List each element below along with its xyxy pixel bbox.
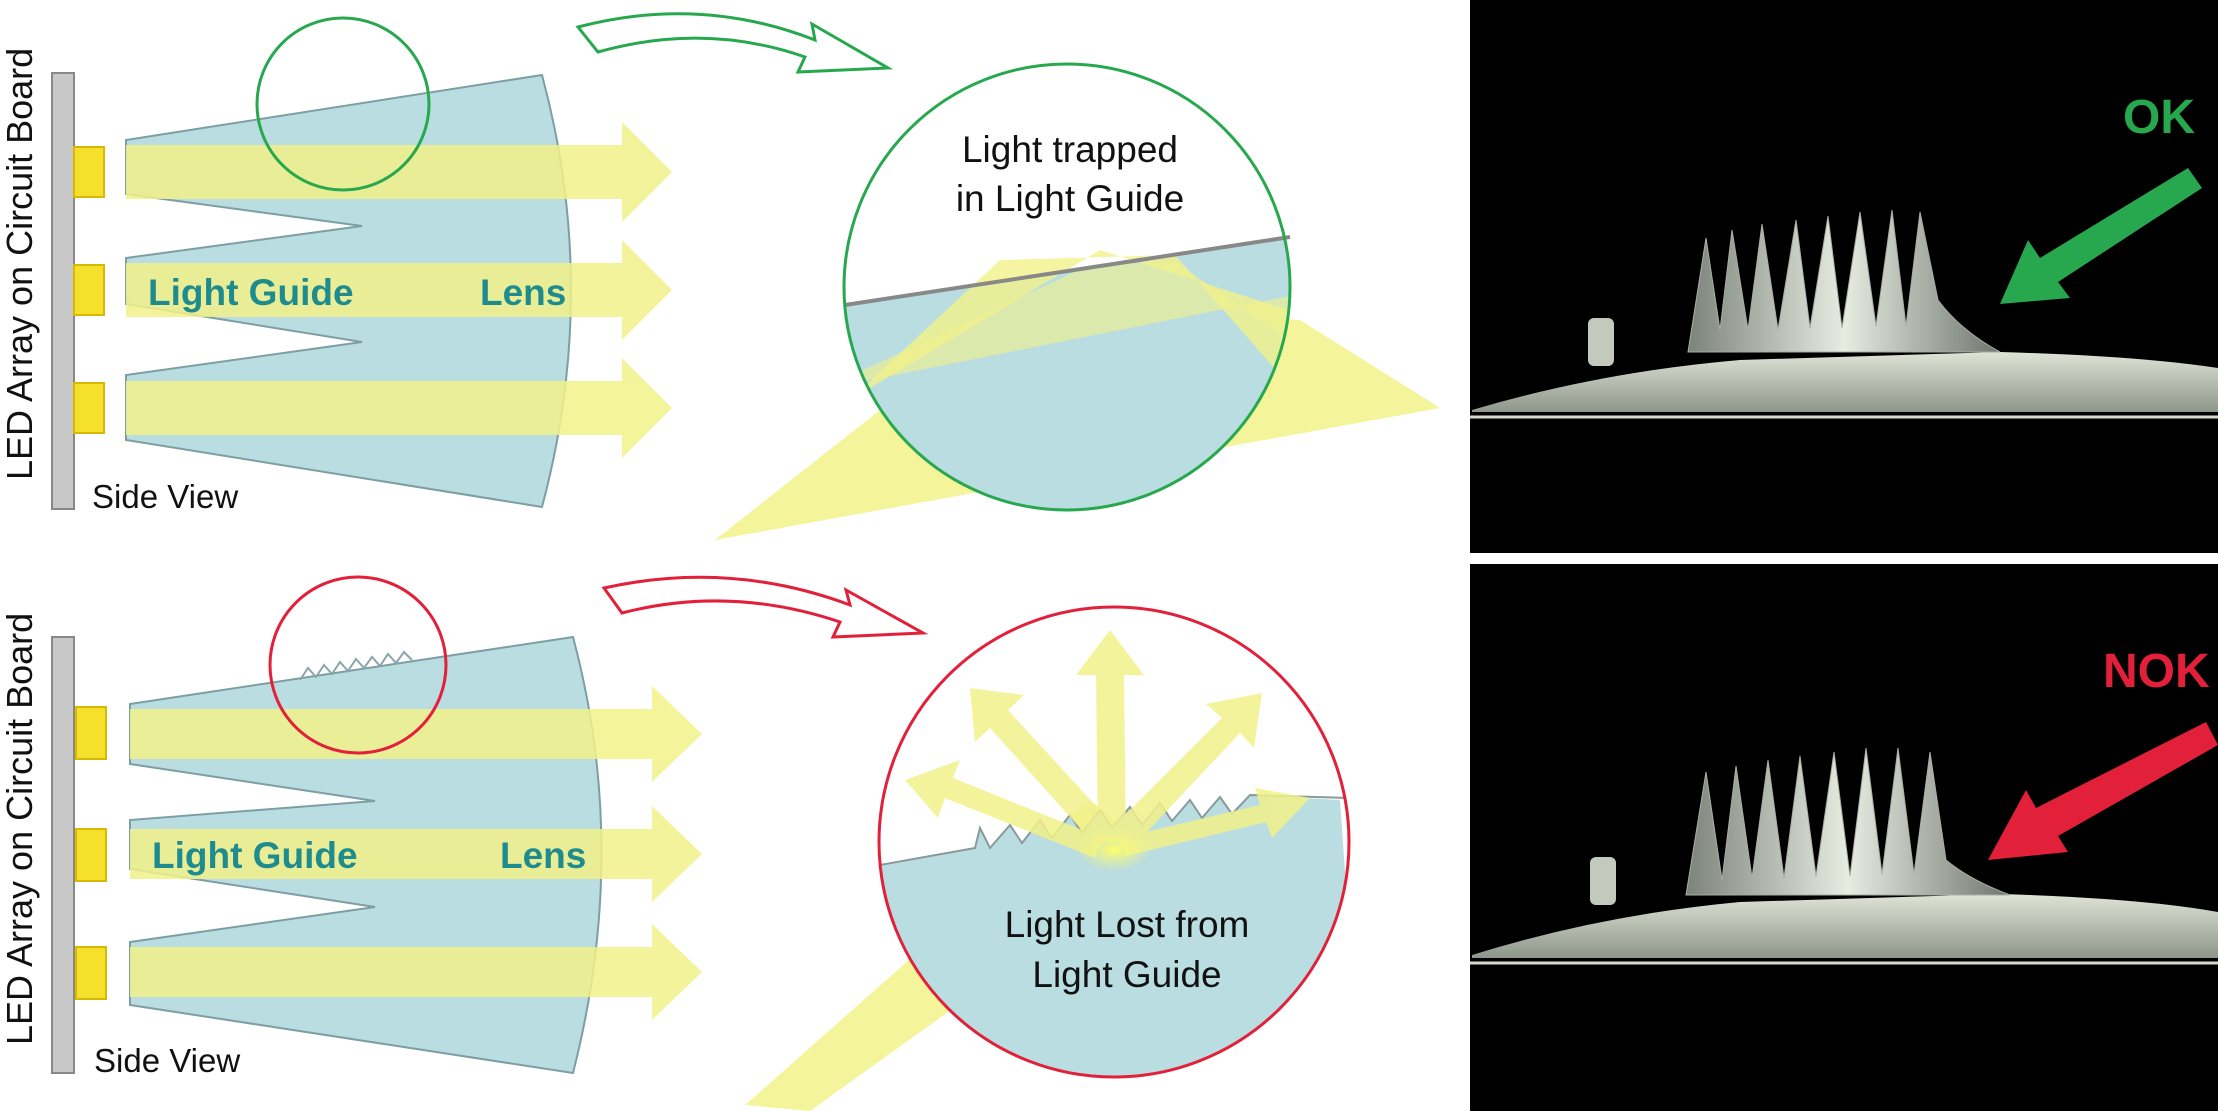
zoom-caption-line2: in Light Guide <box>956 178 1184 219</box>
bottom-schematic: LED Array on Circuit Board Side View Lig… <box>0 575 702 1079</box>
led <box>73 146 105 198</box>
led-array <box>75 706 107 1000</box>
fin-cluster <box>1685 747 2011 896</box>
led <box>73 382 105 434</box>
guide-surface <box>844 235 1291 307</box>
zoom-caption-line1: Light trapped <box>962 129 1178 170</box>
pin <box>1588 318 1614 366</box>
guide-section <box>879 795 1349 1077</box>
fin-cluster <box>1687 209 2001 353</box>
zoom-arrow-icon <box>601 575 929 639</box>
zoom-caption-line2: Light Guide <box>1032 954 1221 995</box>
lens-label: Lens <box>480 272 566 313</box>
light-beams <box>126 122 672 458</box>
led <box>73 264 105 316</box>
bottom-zoom-view: Light Lost from Light Guide <box>745 605 1351 1111</box>
circuit-board <box>51 72 75 510</box>
light-guide-label: Light Guide <box>148 272 354 313</box>
board-label: LED Array on Circuit Board <box>0 613 40 1045</box>
photo-ok: OK <box>1470 0 2218 553</box>
rough-surface <box>299 650 413 681</box>
side-view-label: Side View <box>94 1042 240 1079</box>
internal-beam <box>850 250 1290 420</box>
part-base <box>1472 894 2218 958</box>
circuit-board <box>51 636 75 1074</box>
led <box>75 706 107 760</box>
zoom-source-circle <box>268 575 448 755</box>
ok-arrow-icon <box>2000 168 2202 304</box>
lens-label: Lens <box>500 835 586 876</box>
photo-background <box>1470 0 2218 553</box>
photo-nok: NOK <box>1470 564 2218 1111</box>
internal-beam <box>844 262 1290 390</box>
zoom-circle <box>842 62 1292 512</box>
zoom-caption-line1: Light Lost from <box>1005 904 1250 945</box>
ok-label: OK <box>2123 91 2195 144</box>
scatter-glow <box>1076 828 1152 872</box>
top-zoom-view: Light trapped in Light Guide <box>715 62 1440 540</box>
light-beams <box>130 686 702 1020</box>
led <box>75 946 107 1000</box>
nok-label: NOK <box>2103 645 2210 698</box>
led-array <box>73 146 105 434</box>
light-guide-label: Light Guide <box>152 835 358 876</box>
zoom-circle <box>877 605 1351 1079</box>
zoom-arrow-icon <box>575 12 894 74</box>
pin <box>1590 857 1616 905</box>
zoom-source-circle <box>255 16 431 192</box>
scattered-rays <box>905 630 1310 858</box>
side-view-label: Side View <box>92 478 238 515</box>
top-schematic: LED Array on Circuit Board Side View Lig… <box>0 16 672 515</box>
part-base <box>1472 352 2218 412</box>
led <box>75 828 107 882</box>
board-label: LED Array on Circuit Board <box>0 48 40 480</box>
nok-arrow-icon <box>1988 722 2218 860</box>
